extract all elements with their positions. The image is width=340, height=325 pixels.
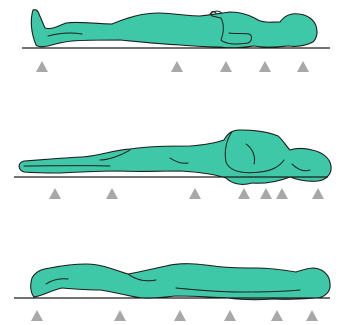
supine-body-figure bbox=[31, 10, 317, 48]
triangle-pressure-marker-icon bbox=[312, 188, 324, 199]
triangle-pressure-marker-icon bbox=[276, 188, 288, 199]
prone-body-figure bbox=[31, 264, 330, 300]
triangle-pressure-marker-icon bbox=[114, 310, 126, 321]
prone-pressure-markers bbox=[31, 310, 318, 321]
lateral-panel bbox=[14, 130, 331, 199]
triangle-pressure-marker-icon bbox=[306, 310, 318, 321]
triangle-pressure-marker-icon bbox=[49, 188, 61, 199]
triangle-pressure-marker-icon bbox=[174, 310, 186, 321]
triangle-pressure-marker-icon bbox=[224, 310, 236, 321]
triangle-pressure-marker-icon bbox=[271, 310, 283, 321]
triangle-pressure-marker-icon bbox=[106, 188, 118, 199]
triangle-pressure-marker-icon bbox=[189, 188, 201, 199]
triangle-pressure-marker-icon bbox=[238, 188, 250, 199]
lateral-body-figure bbox=[19, 130, 331, 184]
supine-pressure-markers bbox=[36, 61, 309, 72]
triangle-pressure-marker-icon bbox=[220, 61, 232, 72]
triangle-pressure-marker-icon bbox=[31, 310, 43, 321]
triangle-pressure-marker-icon bbox=[297, 61, 309, 72]
triangle-pressure-marker-icon bbox=[260, 188, 272, 199]
triangle-pressure-marker-icon bbox=[36, 61, 48, 72]
triangle-pressure-marker-icon bbox=[171, 61, 183, 72]
prone-panel bbox=[14, 264, 330, 321]
triangle-pressure-marker-icon bbox=[259, 61, 271, 72]
supine-panel bbox=[22, 10, 330, 72]
lateral-pressure-markers bbox=[49, 188, 324, 199]
